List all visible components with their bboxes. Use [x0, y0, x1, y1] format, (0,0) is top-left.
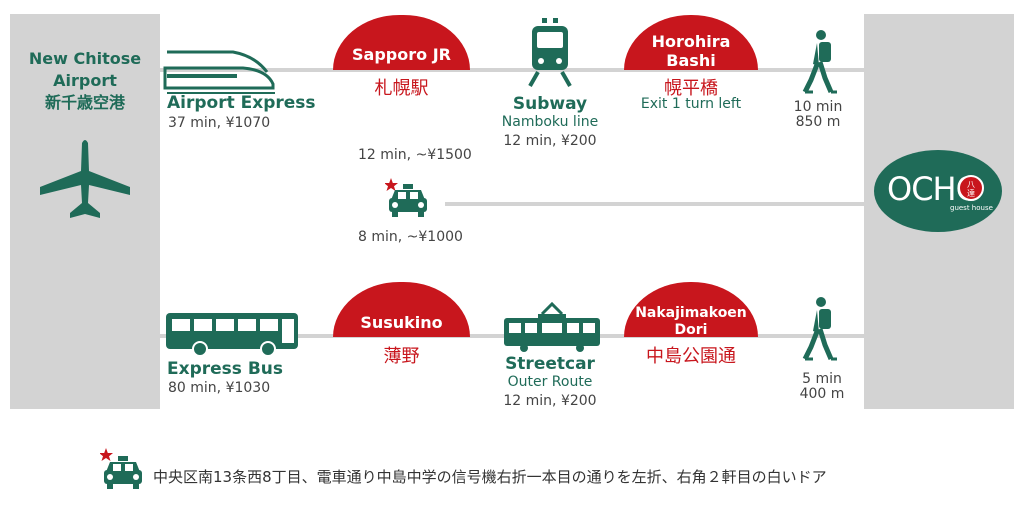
subway-detail: 12 min, ¥200	[503, 133, 597, 149]
ocho-logo-seal: 八達	[958, 175, 984, 201]
top-route-line	[160, 68, 864, 72]
train-icon	[163, 46, 275, 94]
horohira-bashi-name-line2: Bashi	[666, 51, 716, 70]
streetcar-label: Streetcar	[505, 354, 595, 374]
bus-icon	[164, 311, 300, 357]
origin-name-jp: 新千歳空港	[44, 93, 125, 112]
origin-name-line1: New Chitose	[28, 49, 142, 68]
ocho-logo: OCHO 八達 guest house	[874, 150, 1002, 232]
streetcar-icon	[502, 302, 602, 352]
subway-label: Subway	[512, 94, 588, 114]
bottom-walk-time: 5 min	[802, 371, 842, 387]
airplane-icon	[38, 137, 132, 221]
express-bus-label: Express Bus	[167, 359, 283, 379]
subway-icon	[528, 18, 572, 88]
nakajimakoen-dori-name-jp: 中島公園通	[646, 346, 736, 367]
taxi-detail-below: 8 min, ~¥1000	[358, 229, 463, 245]
sapporo-jr-name: Sapporo JR	[352, 45, 451, 64]
taxi-icon	[385, 178, 431, 218]
streetcar-route-name: Outer Route	[507, 374, 593, 390]
ocho-logo-sub: guest house	[950, 204, 993, 212]
footer-taxi-icon	[100, 448, 146, 490]
walking-person-icon-bottom	[801, 297, 837, 363]
walking-person-icon	[801, 30, 837, 96]
sapporo-jr-station: Sapporo JR	[333, 15, 470, 70]
origin-name: New Chitose Airport 新千歳空港	[10, 48, 160, 114]
top-walk-distance: 850 m	[795, 114, 841, 130]
nakajimakoen-dori-station: Nakajimakoen Dori	[624, 282, 758, 338]
footer-directions-note: 中央区南13条西8丁目、電車通り中島中学の信号機右折一本目の通りを左折、右角２軒…	[153, 468, 827, 486]
horohira-bashi-note: Exit 1 turn left	[640, 96, 742, 112]
horohira-bashi-station: Horohira Bashi	[624, 15, 758, 70]
nakajimakoen-dori-name-line2: Dori	[674, 322, 708, 338]
nakajimakoen-dori-name-line1: Nakajimakoen	[635, 305, 747, 321]
streetcar-detail: 12 min, ¥200	[503, 393, 597, 409]
taxi-route-line	[445, 202, 864, 206]
top-walk-time: 10 min	[793, 99, 843, 115]
bottom-walk-distance: 400 m	[799, 386, 845, 402]
subway-line-name: Namboku line	[501, 114, 599, 130]
taxi-detail-above: 12 min, ~¥1500	[358, 147, 472, 163]
airport-express-label: Airport Express	[167, 93, 316, 113]
susukino-name: Susukino	[360, 313, 443, 332]
express-bus-detail: 80 min, ¥1030	[168, 380, 271, 396]
horohira-bashi-name-line1: Horohira	[651, 32, 731, 51]
sapporo-jr-name-jp: 札幌駅	[374, 78, 429, 99]
horohira-bashi-name-jp: 幌平橋	[664, 78, 718, 99]
susukino-station: Susukino	[333, 282, 470, 337]
ocho-logo-kanji: 八達	[967, 180, 975, 198]
airport-express-detail: 37 min, ¥1070	[168, 115, 271, 131]
susukino-name-jp: 薄野	[383, 346, 420, 367]
origin-name-line2: Airport	[53, 71, 117, 90]
